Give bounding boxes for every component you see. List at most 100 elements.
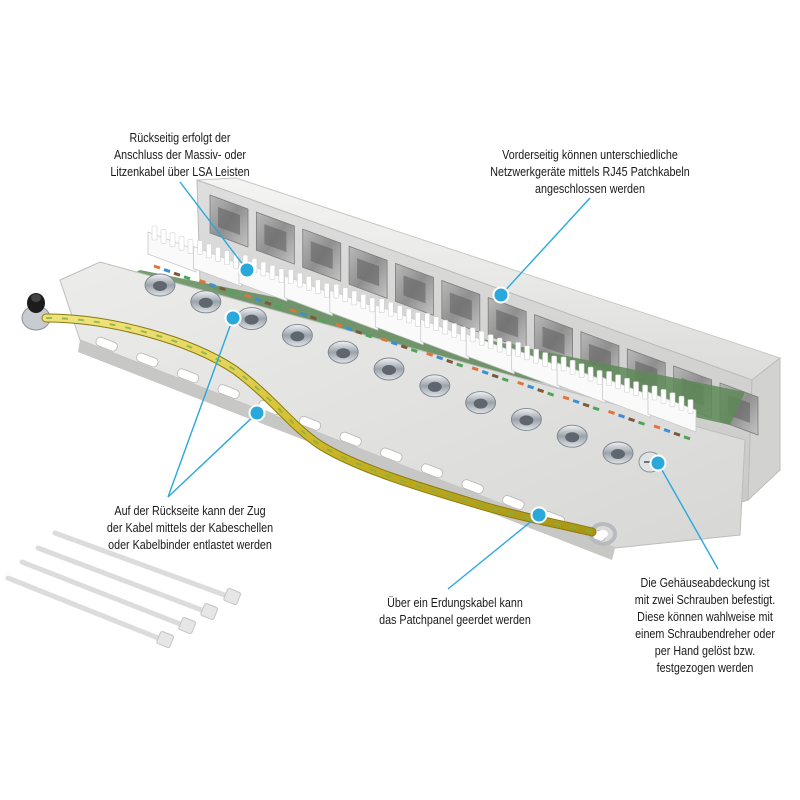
lsa-contact	[342, 287, 349, 302]
callout-housing-cover: Die Gehäuseabdeckung ist mit zwei Schrau…	[615, 575, 796, 677]
lsa-wire	[163, 268, 171, 274]
marker-ground-cable	[530, 506, 548, 524]
lsa-contact	[178, 235, 185, 251]
lsa-wire	[592, 406, 600, 412]
lsa-contact	[533, 348, 539, 364]
callout-line: Über ein Erdungskabel kann	[387, 596, 523, 610]
lsa-contact	[587, 366, 594, 382]
lsa-wire	[198, 279, 206, 284]
lsa-wire	[562, 395, 570, 401]
jack-opening	[496, 309, 519, 338]
lsa-contact	[442, 319, 449, 335]
marker-lsa	[238, 261, 256, 279]
lsa-contact	[333, 283, 340, 299]
lsa-contact	[460, 326, 467, 342]
tray-slot	[339, 431, 362, 447]
lsa-contact	[215, 247, 221, 262]
lsa-contact	[260, 261, 267, 277]
lsa-wire	[618, 413, 626, 419]
callout-line: der Kabel mittels der Kabeschellen	[106, 521, 274, 535]
callout-lsa-connection: Rückseitig erfolgt der Anschluss der Mas…	[77, 130, 283, 181]
leader-strain-2	[167, 412, 258, 498]
cable-clamp	[556, 424, 588, 448]
lsa-wire	[547, 391, 555, 397]
lsa-contact	[560, 356, 567, 372]
lsa-contact	[578, 363, 585, 379]
lsa-contact	[487, 334, 494, 349]
grounding-cable	[41, 313, 597, 537]
lsa-wire	[446, 359, 454, 364]
lsa-wire	[683, 435, 691, 441]
lsa-contact	[187, 239, 194, 254]
lsa-wire	[572, 399, 580, 404]
lsa-wire	[527, 384, 535, 390]
lsa-contact	[669, 392, 676, 408]
lsa-contact	[624, 377, 630, 393]
cable-clamp	[327, 340, 359, 364]
lsa-contact	[660, 389, 667, 404]
lsa-wire	[183, 275, 191, 281]
lsa-contact	[433, 316, 440, 331]
rj45-jack	[441, 279, 481, 334]
lsa-block	[329, 283, 379, 339]
lsa-wire	[537, 388, 545, 393]
callout-rj45-front: Vorderseitig können unterschiedliche Net…	[478, 147, 702, 198]
cable-tie	[5, 575, 175, 649]
lsa-contact	[451, 323, 458, 338]
lsa-contact	[306, 276, 312, 291]
lsa-contact	[515, 342, 521, 357]
cable-clamp	[144, 273, 176, 297]
lsa-contact	[505, 341, 512, 356]
clamp-bolt	[519, 415, 534, 426]
jack-opening	[310, 241, 333, 270]
callout-line: mit zwei Schrauben befestigt.	[634, 593, 776, 607]
patch-panel	[21, 177, 782, 560]
lsa-contact	[414, 312, 421, 327]
callout-grounding: Über ein Erdungskabel kann das Patchpane…	[356, 595, 554, 629]
lsa-contact	[396, 305, 403, 320]
rj45-jack	[255, 211, 295, 265]
lsa-block	[147, 225, 197, 281]
lsa-wire	[390, 340, 398, 346]
clamp-bolt	[473, 398, 488, 409]
lsa-contact	[469, 327, 476, 343]
cable-clamp	[510, 407, 542, 431]
lsa-contact	[496, 337, 503, 353]
cable-tie	[52, 530, 242, 606]
tray-slot	[380, 447, 403, 463]
lsa-wire	[345, 326, 353, 332]
lsa-contact	[524, 345, 530, 361]
callout-line: angeschlossen werden	[535, 182, 645, 196]
lsa-wire	[608, 410, 616, 415]
lsa-wire	[355, 329, 363, 335]
tray-slot	[95, 336, 118, 352]
clamp-bolt	[382, 365, 396, 375]
rj45-jack	[302, 228, 342, 282]
lsa-wire	[380, 337, 388, 343]
lsa-wire	[274, 304, 282, 310]
cable-clamp-row	[144, 273, 634, 465]
callout-line: Netzwerkgeräte mittels RJ45 Patchkabeln	[490, 165, 690, 179]
callout-line: Litzenkabel über LSA Leisten	[110, 165, 250, 179]
leader-lsa	[179, 181, 248, 271]
callout-leaders	[167, 181, 719, 590]
tray-slot	[217, 384, 240, 400]
lsa-contact	[197, 240, 203, 255]
lsa-wire	[319, 319, 327, 324]
lsa-contact	[596, 370, 603, 385]
lsa-contact	[642, 384, 648, 400]
callout-markers	[224, 261, 667, 524]
lsa-wire	[582, 402, 590, 408]
lsa-wire	[481, 369, 489, 375]
clamp-bolt	[611, 449, 625, 459]
tray-slot	[420, 463, 444, 479]
lsa-contact	[687, 399, 694, 414]
tray-slot	[176, 368, 200, 384]
tray-slot	[461, 479, 484, 495]
jack-opening	[264, 224, 287, 253]
clamp-bolt	[198, 297, 213, 308]
lsa-contact	[315, 279, 321, 295]
clamp-bolt	[290, 331, 305, 342]
leader-ground	[447, 514, 540, 590]
